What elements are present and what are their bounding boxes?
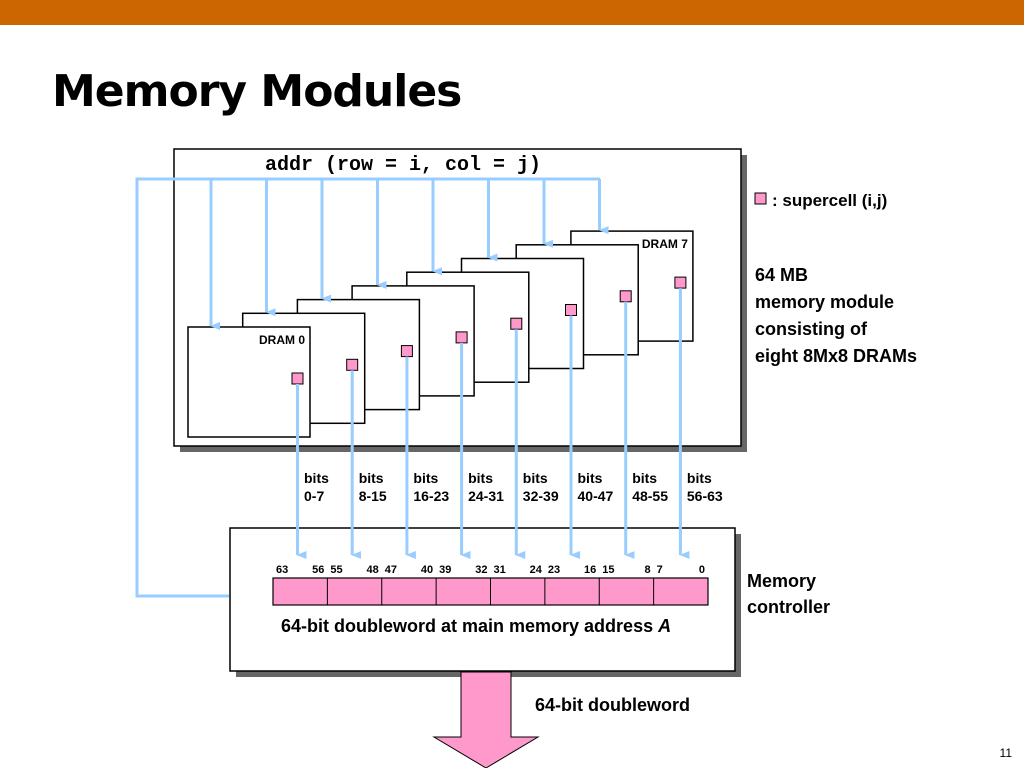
dram-label: DRAM 0: [259, 333, 305, 347]
doubleword-caption: 64-bit doubleword at main memory address…: [281, 616, 671, 636]
supercell-legend-swatch: [754, 192, 767, 205]
bit-number-high: 63: [276, 564, 288, 576]
bit-number-low: 0: [699, 564, 705, 576]
bit-number-high: 23: [548, 564, 560, 576]
bit-group-range: 0-7: [304, 488, 324, 504]
top-accent-bar: [0, 0, 1024, 25]
controller-label: controller: [747, 597, 830, 617]
bit-number-low: 48: [367, 564, 379, 576]
bit-group-label: bits: [359, 470, 384, 486]
bit-group-label: bits: [632, 470, 657, 486]
bit-number-high: 15: [602, 564, 614, 576]
bit-group-range: 56-63: [687, 488, 723, 504]
supercell-legend-label: : supercell (i,j): [772, 191, 887, 210]
data-bus: [296, 288, 690, 559]
output-label: 64-bit doubleword: [535, 695, 690, 715]
address-line: [135, 177, 600, 598]
bit-group-range: 16-23: [413, 488, 449, 504]
bit-number-low: 56: [312, 564, 324, 576]
description-line: memory module: [755, 292, 894, 312]
address-label: addr (row = i, col = j): [265, 154, 541, 177]
description-line: 64 MB: [755, 265, 808, 285]
supercell: [674, 276, 687, 289]
bit-number-low: 16: [584, 564, 596, 576]
bit-number-high: 55: [330, 564, 342, 576]
bit-number-high: 7: [657, 564, 663, 576]
bit-group-range: 40-47: [578, 488, 614, 504]
description-line: eight 8Mx8 DRAMs: [755, 346, 917, 366]
bit-group-range: 48-55: [632, 488, 668, 504]
supercell: [291, 372, 304, 385]
output-arrow: [432, 671, 540, 768]
dram-label: DRAM 7: [642, 237, 688, 251]
bit-number-high: 39: [439, 564, 451, 576]
bit-group-label: bits: [523, 470, 548, 486]
dram-chip-body: [187, 326, 311, 438]
supercell: [510, 317, 523, 330]
bit-group-label: bits: [468, 470, 493, 486]
bit-number-high: 31: [494, 564, 506, 576]
bit-number-low: 24: [530, 564, 543, 576]
bit-group-range: 8-15: [359, 488, 387, 504]
bit-group-label: bits: [578, 470, 603, 486]
bit-number-low: 32: [475, 564, 487, 576]
bit-number-low: 40: [421, 564, 433, 576]
page-number: 11: [999, 746, 1012, 760]
bit-group-label: bits: [687, 470, 712, 486]
address-bus: [135, 177, 609, 598]
bit-number-low: 8: [645, 564, 651, 576]
controller-label: Memory: [747, 571, 816, 591]
supercell: [455, 331, 468, 344]
bit-group-range: 32-39: [523, 488, 559, 504]
supercell: [619, 290, 632, 303]
bit-group-label: bits: [304, 470, 329, 486]
slide-title: Memory Modules: [52, 66, 462, 117]
supercell: [346, 358, 359, 371]
supercell: [565, 304, 577, 316]
description-line: consisting of: [755, 319, 868, 339]
bit-group-label: bits: [413, 470, 438, 486]
supercell: [400, 345, 413, 358]
module-description: 64 MB memory module consisting of eight …: [755, 265, 917, 366]
bit-group-range: 24-31: [468, 488, 504, 504]
bit-number-high: 47: [385, 564, 397, 576]
dram-chip: DRAM 0: [187, 326, 311, 438]
